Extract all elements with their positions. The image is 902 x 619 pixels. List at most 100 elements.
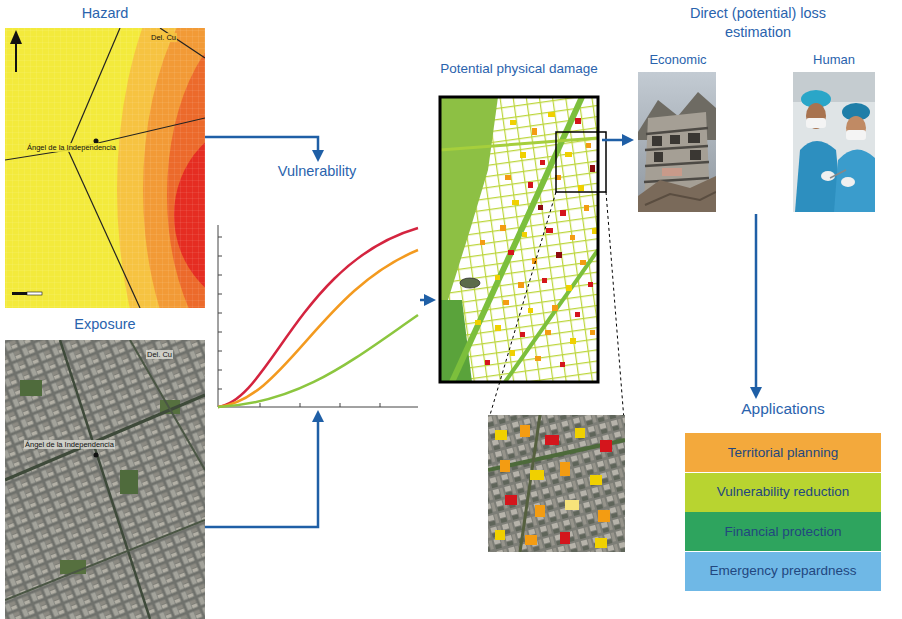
band-label: Vulnerability reduction <box>711 483 855 501</box>
hazard-map-part <box>12 292 27 295</box>
map-place-label: Del. Cu <box>146 350 173 359</box>
damage-inset-image-part <box>530 470 544 480</box>
damage-inset-image-part <box>520 415 540 552</box>
surgeons-photo-part <box>806 103 826 129</box>
damaged-building-part <box>512 200 519 205</box>
band-label: Emergency prepardness <box>703 562 862 580</box>
damaged-building-part <box>532 128 537 135</box>
damaged-building-part <box>500 225 506 231</box>
flow-arrow <box>205 418 318 527</box>
map-place-label: Ángel de la Independencia <box>26 143 117 152</box>
exposure-satellite-image-part <box>20 380 42 396</box>
damaged-building-part <box>552 305 558 311</box>
damaged-building-part <box>540 160 545 165</box>
hazard-map-part <box>68 28 120 150</box>
damage-inset-image-part <box>560 462 570 476</box>
damaged-building-part <box>588 282 593 287</box>
damaged-building-part <box>495 275 500 280</box>
exposure-satellite-image-part <box>60 340 150 619</box>
damage-inset-image-part <box>590 475 602 485</box>
exposure-satellite-image-part <box>5 340 205 619</box>
damage-inset-image-part <box>505 495 517 505</box>
group-heading: Applications <box>684 399 882 419</box>
exposure-image-panel: Exposure <box>5 315 205 619</box>
damage-inset-image-part <box>565 500 579 510</box>
application-band: Financial protection <box>685 512 881 551</box>
flow-arrow <box>755 214 758 391</box>
hazard-map-part <box>10 30 22 44</box>
damaged-building-part <box>520 152 526 158</box>
damage-map-frame <box>440 97 598 382</box>
human-loss-photo: Human <box>791 52 877 212</box>
damage-map-part <box>505 250 598 382</box>
damage-map <box>440 97 598 382</box>
map-place-label: Del. Cu <box>150 33 177 42</box>
hazard-map-part <box>5 28 205 308</box>
damaged-building-part <box>495 325 501 331</box>
flow-arrow <box>420 299 428 302</box>
surgeons-photo-part <box>806 118 826 128</box>
damage-map-part <box>460 278 480 288</box>
applications-group: ApplicationsTerritorial planningVulnerab… <box>684 399 882 593</box>
hazard-map-part <box>68 150 140 308</box>
collapsed-building-photo-part <box>654 152 663 162</box>
damaged-building-part <box>538 205 543 210</box>
vulnerability-curves-chart-part <box>218 225 418 407</box>
damaged-building-part <box>560 210 566 216</box>
vulnerability-chart-panel: Vulnerability <box>214 162 420 410</box>
vulnerability-curves-chart-part <box>218 228 418 407</box>
band-label: Financial protection <box>718 523 847 541</box>
damaged-building-part <box>570 338 576 344</box>
vulnerability-curves-chart-part <box>218 315 418 407</box>
damage-inset-image-part <box>600 440 612 452</box>
exposure-satellite-image-part <box>5 395 205 480</box>
damage-inset-image-part <box>500 460 510 472</box>
exposure-satellite-image-part <box>130 340 205 470</box>
damaged-building-part <box>575 312 580 317</box>
exposure-satellite-image-part <box>5 520 205 600</box>
damaged-building-part <box>520 332 525 337</box>
damaged-building-part <box>503 300 509 305</box>
damaged-building-part <box>475 320 481 325</box>
damaged-building-part <box>510 120 516 125</box>
hazard-map-part <box>5 28 205 308</box>
collapsed-building-photo-part <box>645 192 716 205</box>
damaged-building-part <box>592 228 597 234</box>
surgeons-photo-part <box>841 177 855 187</box>
vulnerability-curves-chart <box>218 225 418 407</box>
surgeons-photo-part <box>830 170 846 178</box>
damage-map-part <box>440 138 598 150</box>
vulnerability-curves-chart-part <box>218 250 418 407</box>
zoom-leader-lines <box>490 192 624 420</box>
damaged-building-part <box>586 143 591 148</box>
damaged-building-part <box>522 232 527 237</box>
damage-map-part <box>440 97 598 382</box>
hazard-map <box>5 28 205 308</box>
hazard-map-panel: Hazard <box>5 4 205 308</box>
flow-arrow <box>205 137 318 154</box>
vulnerability-curves-chart-part <box>218 237 222 389</box>
damage-inset-image-part <box>520 425 530 437</box>
collapsed-building-photo-part <box>638 176 716 212</box>
surgeons-photo <box>793 72 875 212</box>
damaged-building-part <box>575 118 581 124</box>
application-band: Vulnerability reduction <box>685 473 881 512</box>
damaged-building-part <box>510 350 515 356</box>
zoom-box <box>556 132 606 192</box>
damaged-building-part <box>528 308 533 313</box>
damaged-building-part <box>505 175 511 180</box>
exposure-satellite-image-part <box>120 470 138 494</box>
collapsed-building-photo-part <box>670 135 680 144</box>
panel-heading: Human <box>791 52 877 69</box>
exposure-satellite-image-part <box>94 453 99 458</box>
collapsed-building-photo-part <box>662 168 682 176</box>
vulnerability-curves-chart-part <box>260 403 380 407</box>
damage-inset-image-part <box>495 430 507 440</box>
damaged-building-part <box>548 112 555 117</box>
collapsed-building-photo <box>638 72 716 212</box>
damage-inset-image-part <box>595 538 607 548</box>
application-band: Emergency prepardness <box>685 552 881 591</box>
